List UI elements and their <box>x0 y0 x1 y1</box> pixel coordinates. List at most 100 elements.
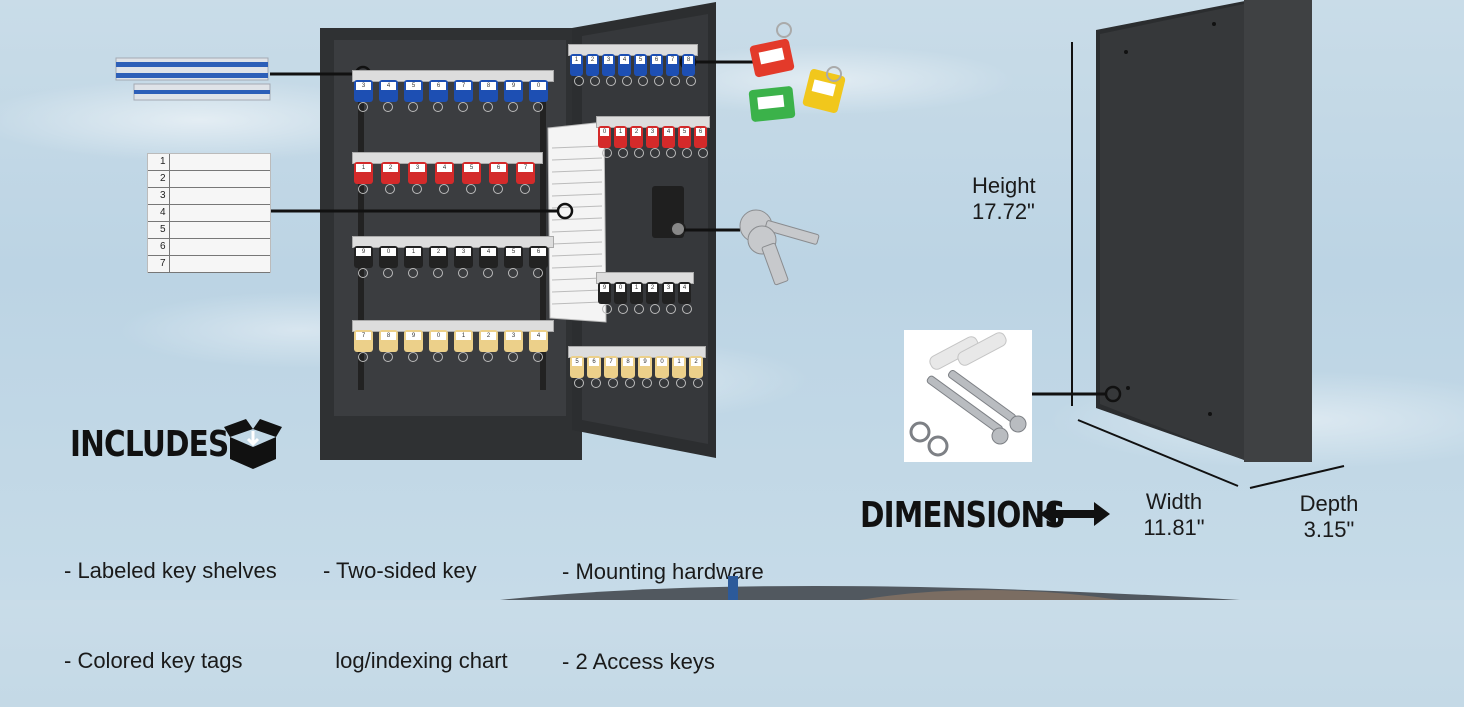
feature-item: - Mounting hardware <box>562 559 764 584</box>
key-tag-number: 9 <box>356 248 371 256</box>
key-shelf <box>568 346 706 358</box>
chart-row: 7 <box>148 256 270 273</box>
key-tag-number: 7 <box>456 82 471 90</box>
key-tag: 9 <box>504 80 523 102</box>
key-tag-number: 1 <box>406 248 421 256</box>
height-dimension: Height 17.72" <box>972 173 1036 225</box>
key-ring <box>618 148 628 158</box>
chart-row-number: 4 <box>148 205 170 221</box>
key-tag: 6 <box>429 80 448 102</box>
key-tag-number: 2 <box>648 284 657 292</box>
key-ring <box>693 378 703 388</box>
key-tag-number: 0 <box>616 284 625 292</box>
key-ring <box>659 378 669 388</box>
key-ring <box>358 268 368 278</box>
key-tag-number: 1 <box>356 164 371 172</box>
chart-row: 5 <box>148 222 270 239</box>
key-tag: 2 <box>689 356 703 378</box>
chart-row: 4 <box>148 205 270 222</box>
key-ring <box>642 378 652 388</box>
chart-row-number: 6 <box>148 239 170 255</box>
key-tag: 7 <box>604 356 618 378</box>
chart-row-number: 7 <box>148 256 170 272</box>
key-ring <box>433 268 443 278</box>
key-tag-number: 2 <box>383 164 398 172</box>
key-tag: 7 <box>516 162 535 184</box>
key-tag-number: 3 <box>356 82 371 90</box>
key-tag-number: 2 <box>431 248 446 256</box>
key-ring <box>682 304 692 314</box>
key-tag-number: 3 <box>604 56 613 64</box>
key-tag-number: 4 <box>481 248 496 256</box>
key-tag: 1 <box>614 126 627 148</box>
key-ring <box>408 268 418 278</box>
width-value: 11.81" <box>1143 515 1205 540</box>
key-ring <box>508 268 518 278</box>
key-tag-number: 7 <box>518 164 533 172</box>
key-ring <box>622 76 632 86</box>
key-ring <box>483 102 493 112</box>
key-tag-number: 4 <box>437 164 452 172</box>
key-tag-number: 6 <box>531 248 546 256</box>
chart-row: 6 <box>148 239 270 256</box>
key-tag-number: 0 <box>600 128 609 136</box>
key-ring <box>412 184 422 194</box>
chart-row: 1 <box>148 154 270 171</box>
key-tag-number: 5 <box>506 248 521 256</box>
key-tag-number: 1 <box>632 284 641 292</box>
key-tag: 0 <box>379 246 398 268</box>
key-tag: 5 <box>462 162 481 184</box>
key-tag-number: 2 <box>588 56 597 64</box>
key-tag: 3 <box>354 80 373 102</box>
mounting-hardware-photo <box>904 330 1032 462</box>
key-ring <box>634 304 644 314</box>
key-ring <box>458 102 468 112</box>
key-tag: 3 <box>408 162 427 184</box>
key-ring <box>508 102 518 112</box>
key-ring <box>676 378 686 388</box>
key-tag: 9 <box>598 282 611 304</box>
key-tag: 8 <box>621 356 635 378</box>
double-arrow-icon <box>1040 500 1110 533</box>
key-tag-number: 1 <box>572 56 581 64</box>
dimensions-heading: DIMENSIONS <box>860 495 1066 536</box>
width-dimension: Width 11.81" <box>1128 489 1220 541</box>
key-tag: 7 <box>354 330 373 352</box>
key-shelf <box>352 70 554 82</box>
key-tag: 4 <box>479 246 498 268</box>
key-ring <box>358 184 368 194</box>
key-ring <box>439 184 449 194</box>
key-tag-number: 1 <box>674 358 684 366</box>
key-tag: 1 <box>454 330 473 352</box>
height-label: Height <box>972 173 1036 198</box>
key-tag-number: 6 <box>431 82 446 90</box>
key-ring <box>358 352 368 362</box>
key-tag: 0 <box>655 356 669 378</box>
key-tag: 1 <box>354 162 373 184</box>
key-tag-number: 4 <box>620 56 629 64</box>
key-tag: 9 <box>638 356 652 378</box>
key-tag-number: 9 <box>406 332 421 340</box>
key-ring <box>618 304 628 314</box>
key-tag-number: 1 <box>456 332 471 340</box>
key-tag: 2 <box>429 246 448 268</box>
depth-label: Depth <box>1299 491 1359 516</box>
key-tag: 6 <box>529 246 548 268</box>
key-tag-number: 5 <box>680 128 689 136</box>
key-tag-number: 4 <box>381 82 396 90</box>
key-tag-number: 0 <box>431 332 446 340</box>
key-tag: 8 <box>479 80 498 102</box>
key-tag: 6 <box>489 162 508 184</box>
key-ring <box>433 352 443 362</box>
key-ring <box>358 102 368 112</box>
key-tag-number: 1 <box>616 128 625 136</box>
key-tag: 3 <box>504 330 523 352</box>
key-tag: 7 <box>666 54 679 76</box>
key-ring <box>408 102 418 112</box>
key-ring <box>520 184 530 194</box>
feature-item: - Colored key tags <box>64 648 243 673</box>
key-tag: 5 <box>404 80 423 102</box>
key-tag-number: 6 <box>652 56 661 64</box>
key-tag-number: 4 <box>531 332 546 340</box>
